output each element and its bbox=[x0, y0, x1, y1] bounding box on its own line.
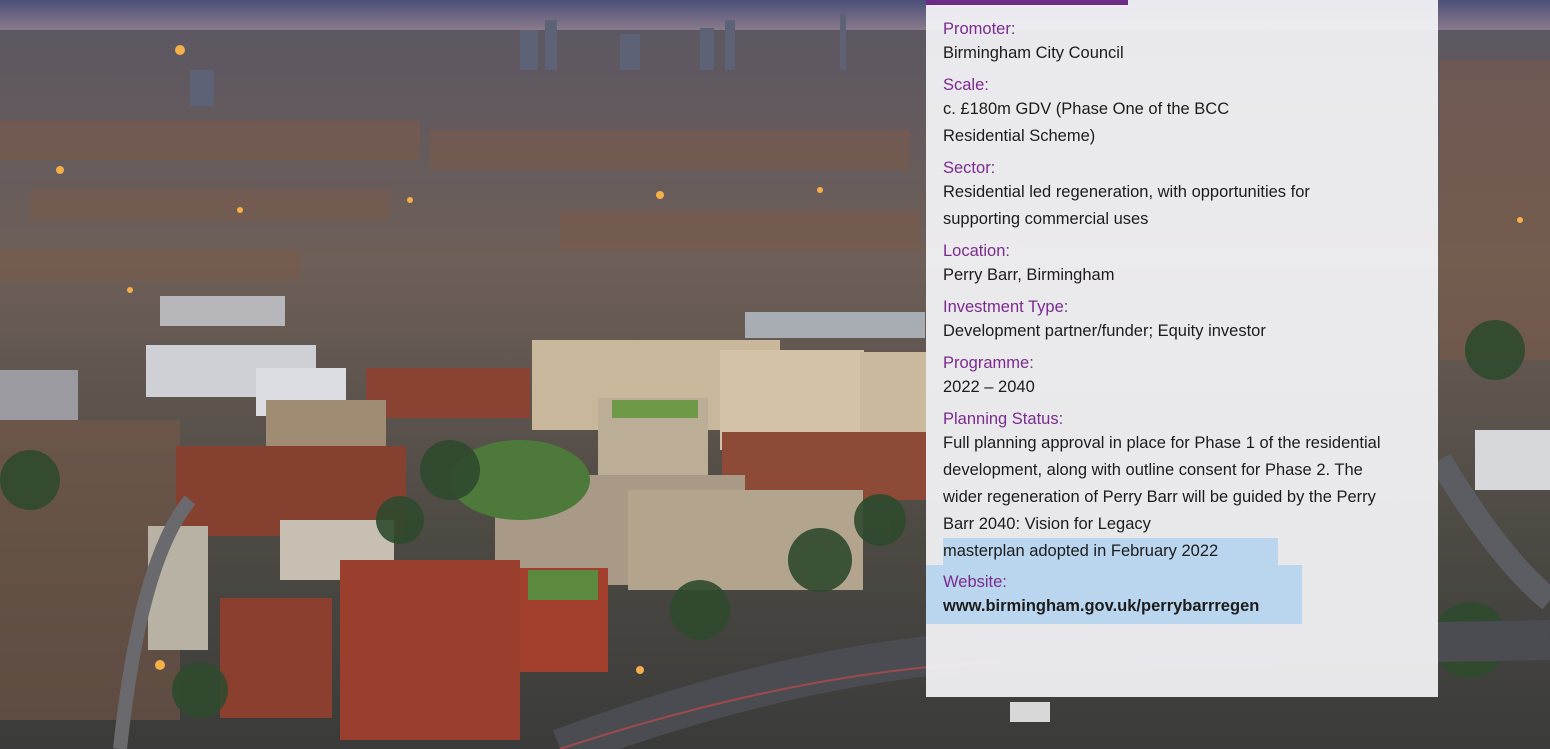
website-block: Website: www.birmingham.gov.uk/perrybarr… bbox=[926, 565, 1302, 624]
planning-status-value: Full planning approval in place for Phas… bbox=[943, 430, 1393, 565]
sector-value: Residential led regeneration, with oppor… bbox=[943, 183, 1310, 228]
scale-value: c. £180m GDV (Phase One of the BCC Resid… bbox=[943, 100, 1230, 145]
panel-accent-tab bbox=[926, 0, 1128, 5]
programme-label: Programme: bbox=[943, 354, 1034, 372]
investment-type-label: Investment Type: bbox=[943, 298, 1069, 316]
planning-status-text: Full planning approval in place for Phas… bbox=[943, 434, 1381, 533]
location-label: Location: bbox=[943, 242, 1010, 260]
sector-label: Sector: bbox=[943, 159, 996, 177]
planning-status-label: Planning Status: bbox=[943, 410, 1064, 428]
website-link[interactable]: www.birmingham.gov.uk/perrybarrregen bbox=[943, 597, 1260, 615]
project-info-panel: Promoter: Birmingham City Council Scale:… bbox=[926, 0, 1438, 697]
promoter-label: Promoter: bbox=[943, 20, 1016, 38]
website-label: Website: bbox=[943, 573, 1007, 591]
programme-value: 2022 – 2040 bbox=[943, 378, 1035, 396]
scale-label: Scale: bbox=[943, 76, 989, 94]
promoter-value: Birmingham City Council bbox=[943, 44, 1124, 62]
investment-type-value: Development partner/funder; Equity inves… bbox=[943, 322, 1266, 340]
planning-status-highlight: masterplan adopted in February 2022 bbox=[943, 538, 1279, 565]
location-value: Perry Barr, Birmingham bbox=[943, 266, 1115, 284]
